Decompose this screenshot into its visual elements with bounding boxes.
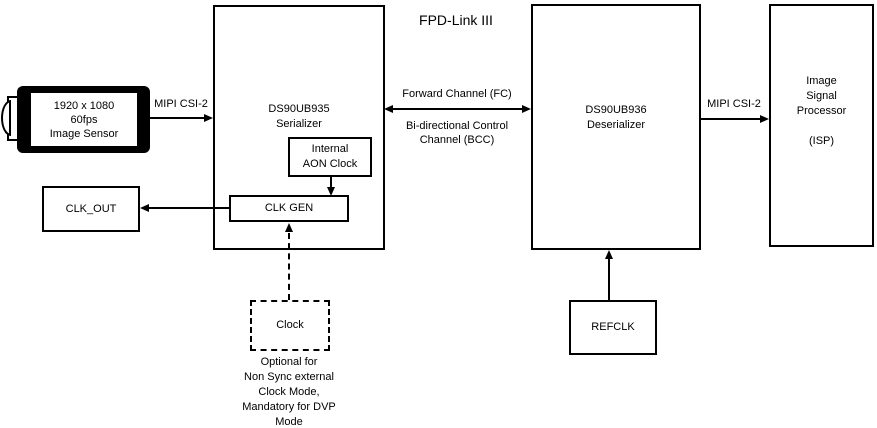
forward-channel-label: Forward Channel (FC) [402, 88, 512, 100]
mipi-csi2-right-label: MIPI CSI-2 [707, 98, 761, 110]
diagram-title: FPD-Link III [419, 12, 493, 28]
image-sensor-block: 1920 x 1080 60fps Image Sensor [29, 91, 139, 148]
external-clock-block: Clock [250, 300, 330, 351]
fpd-link-arrow-line [392, 108, 523, 110]
deserializer-block: DS90UB936 Deserializer [531, 4, 701, 250]
internal-aon-clock-block: Internal AON Clock [288, 137, 372, 177]
clk-gen-block: CLK GEN [229, 195, 349, 222]
image-sensor-label: 1920 x 1080 60fps Image Sensor [49, 99, 119, 140]
aon-to-clkgen-arrow-line [330, 177, 332, 188]
fpd-link-arrowhead-right-icon [522, 105, 531, 113]
clk-out-block: CLK_OUT [42, 186, 140, 232]
deserializer-label: DS90UB936 Deserializer [585, 104, 647, 131]
refclk-arrowhead-icon [605, 250, 613, 259]
refclk-block: REFCLK [569, 300, 657, 355]
aon-to-clkgen-arrowhead-icon [327, 187, 335, 196]
isp-block: Image Signal Processor (ISP) [769, 4, 874, 247]
serializer-label: DS90UB935 Serializer [268, 103, 330, 130]
mipi-csi2-right-arrow-line [700, 118, 761, 120]
mipi-csi2-left-arrow-line [150, 117, 205, 119]
mipi-csi2-left-label: MIPI CSI-2 [154, 98, 208, 110]
refclk-label: REFCLK [591, 321, 635, 333]
external-clock-label: Clock [276, 319, 304, 331]
clkgen-to-clkout-arrowhead-icon [140, 204, 149, 212]
camera-lens [1, 100, 11, 136]
clk-gen-label: CLK GEN [264, 202, 314, 214]
mipi-csi2-left-arrowhead-icon [204, 114, 213, 122]
internal-aon-clock-label: Internal AON Clock [302, 143, 358, 170]
refclk-arrow-line [608, 259, 610, 300]
clock-to-clkgen-arrowhead-icon [285, 223, 293, 232]
clock-to-clkgen-dashed-line [288, 233, 290, 300]
mipi-csi2-right-arrowhead-icon [760, 115, 769, 123]
bcc-label: Bi-directional Control Channel (BCC) [405, 120, 509, 146]
isp-label: Image Signal Processor (ISP) [796, 75, 847, 147]
clkgen-to-clkout-arrow-line [148, 207, 229, 209]
clock-note: Optional for Non Sync external Clock Mod… [242, 356, 336, 428]
clk-out-label: CLK_OUT [65, 202, 117, 215]
fpd-link-arrowhead-left-icon [384, 105, 393, 113]
